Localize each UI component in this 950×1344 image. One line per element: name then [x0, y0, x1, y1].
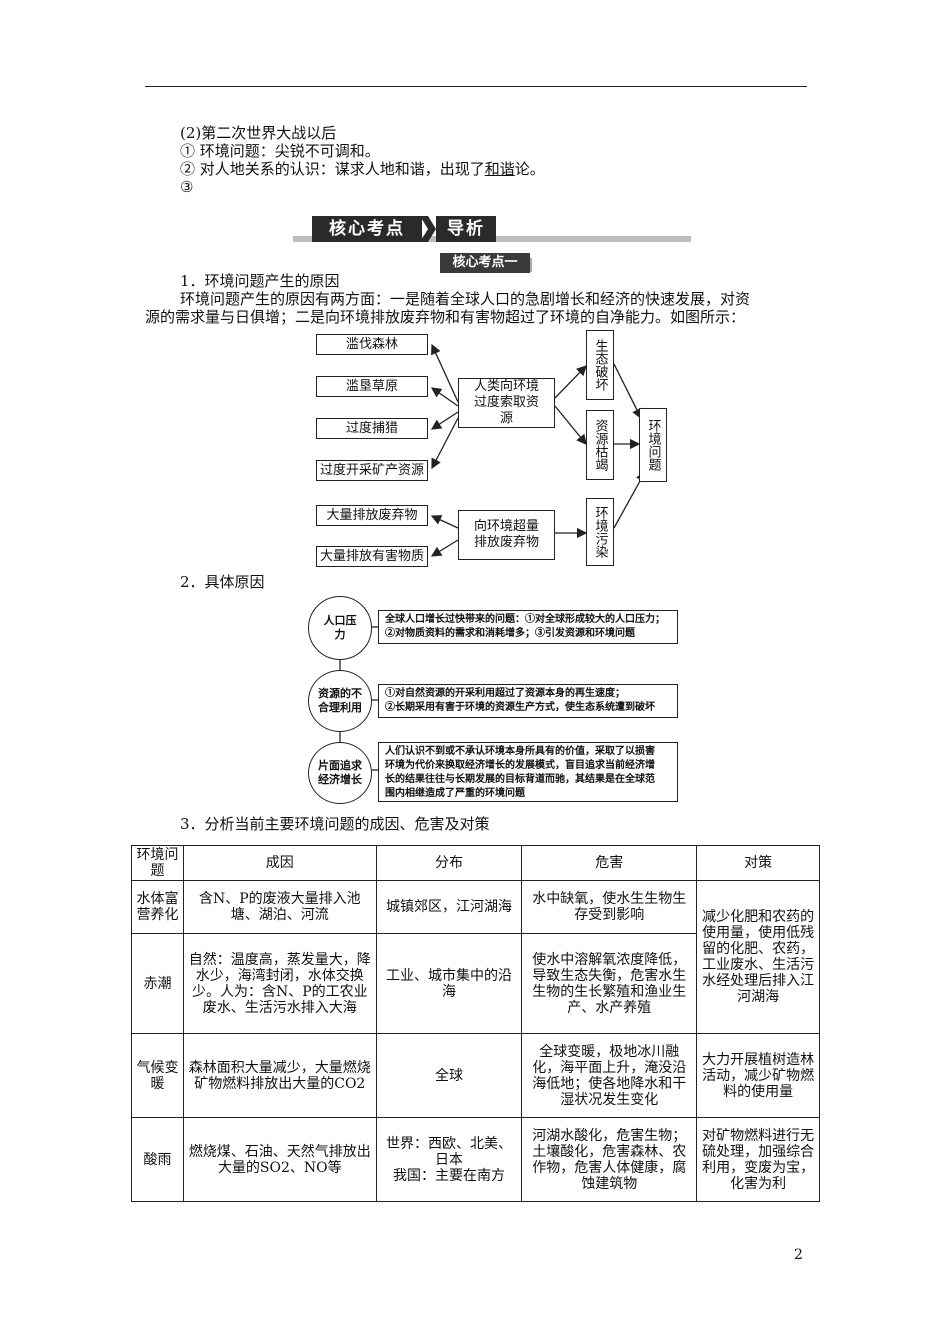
cause-circle-1: 人口压力	[308, 596, 372, 660]
banner-arrow-icon	[420, 216, 436, 242]
sub-banner: 核心考点一	[440, 253, 530, 273]
section-2-title: 2．具体原因	[180, 573, 265, 591]
intro-item-3: ③	[180, 178, 194, 196]
flow-right-2: 资源枯竭	[586, 410, 614, 480]
banner-left: 核心考点	[312, 216, 422, 242]
table-header-row: 环境问题 成因 分布 危害 对策	[131, 845, 820, 881]
cause-connectors	[339, 626, 378, 771]
table-row: 气候变暖 森林面积大量减少，大量燃烧矿物燃料排放出大量的CO2 全球 全球变暖，…	[131, 1033, 820, 1118]
flow-left-4: 过度开采矿产资源	[316, 460, 428, 481]
flow-left-5: 大量排放废弃物	[316, 505, 428, 526]
flow-final: 环境问题	[639, 408, 667, 482]
flow-middle-2: 向环境超量排放废弃物	[458, 510, 555, 560]
underlined-term: 和谐	[484, 160, 515, 178]
cause-box-1: 全球人口增长过快带来的问题：①对全球形成较大的人口压力； ②对物质资料的需求和消…	[378, 610, 678, 644]
cause-box-2: ①对自然资源的开采利用超过了资源本身的再生速度； ②长期采用有害于环境的资源生产…	[378, 684, 678, 718]
page-number: 2	[794, 1247, 803, 1263]
table-row: 赤潮 自然：温度高，蒸发量大，降水少，海湾封闭，水体交换少。人为：含N、P的工农…	[131, 933, 820, 1034]
cause-circle-3: 片面追求经济增长	[308, 742, 372, 804]
header-problem: 环境问题	[131, 845, 184, 881]
environment-table: 环境问题 成因 分布 危害 对策 水体富营养化 含N、P的废液大量排入池塘、湖泊…	[131, 845, 820, 1202]
header-harm: 危害	[521, 845, 698, 881]
header-distribution: 分布	[375, 845, 523, 881]
flow-arrows	[430, 343, 646, 557]
section-1-title: 1．环境问题产生的原因	[180, 272, 340, 290]
flow-left-2: 滥垦草原	[316, 376, 428, 397]
flow-right-1: 生态破坏	[586, 330, 614, 400]
section-1-para-line-1: 环境问题产生的原因有两方面：一是随着全球人口的急剧增长和经济的快速发展，对资	[180, 290, 751, 308]
table-row: 水体富营养化 含N、P的废液大量排入池塘、湖泊、河流 城镇郊区，江河湖海 水中缺…	[131, 880, 820, 1034]
flow-left-3: 过度捕猎	[316, 418, 428, 439]
section-1-para-line-2: 源的需求量与日俱增；二是向环境排放废弃物和有害物超过了环境的自净能力。如图所示：	[145, 308, 746, 326]
header-rule	[145, 86, 807, 87]
flow-left-1: 滥伐森林	[316, 334, 428, 355]
intro-heading: (2)第二次世界大战以后	[180, 124, 337, 142]
intro-item-1: ① 环境问题：尖锐不可调和。	[180, 142, 380, 160]
table-row: 酸雨 燃烧煤、石油、天然气排放出大量的SO2、NO等 世界：西欧、北美、日本我国…	[131, 1117, 820, 1202]
header-measure: 对策	[696, 845, 820, 881]
section-3-title: 3．分析当前主要环境问题的成因、危害及对策	[180, 815, 490, 833]
shared-measure-cell: 减少化肥和农药的使用量，使用低残留的化肥、农药，工业废水、生活污水经处理后排入江…	[696, 880, 820, 1034]
flow-left-6: 大量排放有害物质	[316, 546, 428, 567]
intro-item-2: ② 对人地关系的认识：谋求人地和谐，出现了和谐论。	[180, 160, 545, 178]
flow-right-3: 环境污染	[586, 498, 614, 566]
banner-right: 导析	[436, 216, 496, 242]
cause-circle-2: 资源的不合理利用	[308, 670, 372, 732]
header-cause: 成因	[182, 845, 377, 881]
flow-middle-1: 人类向环境过度索取资源	[458, 378, 555, 428]
cause-box-3: 人们认识不到或不承认环境本身所具有的价值，采取了以损害 环境为代价来换取经济增长…	[378, 742, 678, 802]
